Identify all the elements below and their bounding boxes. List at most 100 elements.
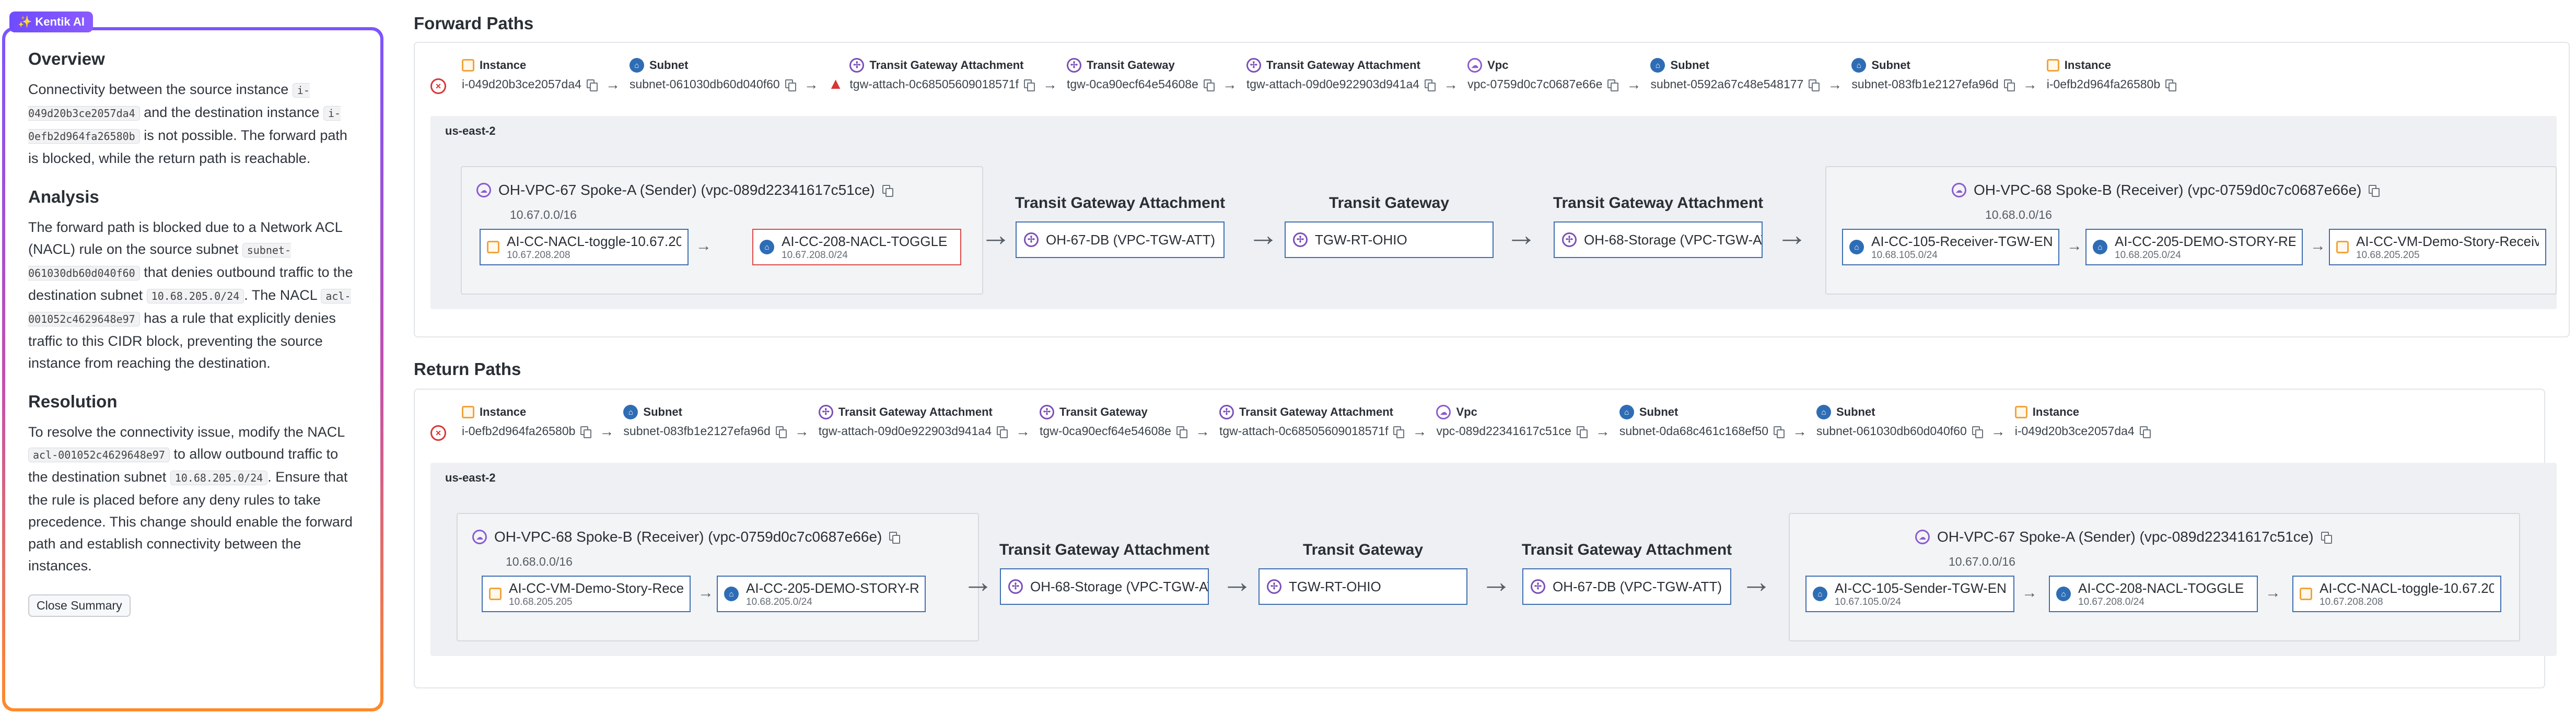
copy-icon[interactable] xyxy=(580,426,592,438)
resource-node[interactable]: AI-CC-VM-Demo-Story-Receiver10.68.205.20… xyxy=(482,576,691,612)
copy-icon[interactable] xyxy=(2165,79,2177,91)
transit-node-name: OH-67-DB (VPC-TGW-ATT) xyxy=(1553,578,1722,594)
subnet-icon: ⌂ xyxy=(629,58,644,73)
resource-node[interactable]: ⌂AI-CC-205-DEMO-STORY-RECEIVER10.68.205.… xyxy=(717,576,926,612)
hop-type-6: ⌂Subnet xyxy=(1650,56,1818,74)
copy-icon[interactable] xyxy=(889,532,901,544)
copy-icon[interactable] xyxy=(785,79,796,91)
copy-icon[interactable] xyxy=(1203,79,1215,91)
node-arrow-icon: → xyxy=(698,584,714,601)
transit-node[interactable]: ✢ OH-67-DB (VPC-TGW-ATT) xyxy=(1522,568,1731,605)
copy-icon[interactable] xyxy=(1023,79,1035,91)
transit-node[interactable]: ✢OH-68-Storage (VPC-TGW-ATT) xyxy=(1000,568,1209,605)
copy-icon[interactable] xyxy=(1176,426,1187,438)
hop-id-3: tgw-0ca90ecf64e54608e xyxy=(1067,77,1215,91)
copy-icon[interactable] xyxy=(2369,185,2380,197)
copy-icon[interactable] xyxy=(1425,79,1436,91)
path-hop-5[interactable]: ☁Vpc vpc-0759d0c7c0687e66e xyxy=(1467,56,1619,91)
copy-icon[interactable] xyxy=(2003,79,2015,91)
transit-node[interactable]: ✢TGW-RT-OHIO xyxy=(1258,568,1467,605)
flow-arrow-icon: → xyxy=(1481,564,1512,599)
resource-node[interactable]: AI-CC-NACL-toggle-10.67.208.20810.67.208… xyxy=(2292,576,2501,612)
transit-column-2: Transit Gateway Attachment✢OH-68-Storage… xyxy=(1543,194,1773,258)
resource-node[interactable]: ⌂AI-CC-205-DEMO-STORY-RECEIVER10.68.205.… xyxy=(2085,229,2303,265)
destination-vpc-box: ☁OH-VPC-67 Spoke-A (Sender) (vpc-089d223… xyxy=(1789,513,2520,641)
copy-icon[interactable] xyxy=(1972,426,1983,438)
transit-node-name: OH-68-Storage (VPC-TGW-ATT) xyxy=(1030,578,1209,594)
hop-id-text: vpc-0759d0c7c0687e66e xyxy=(1467,77,1603,91)
resource-node[interactable]: AI-CC-NACL-toggle-10.67.208.20810.67.208… xyxy=(480,229,689,265)
flow-arrow-icon: → xyxy=(1776,217,1808,252)
copy-icon[interactable] xyxy=(997,426,1008,438)
copy-icon[interactable] xyxy=(586,79,598,91)
transit-title: Transit Gateway Attachment xyxy=(1015,194,1226,212)
hop-id-text: tgw-0ca90ecf64e54608e xyxy=(1040,424,1171,438)
path-hop-3[interactable]: ✢Transit Gateway tgw-0ca90ecf64e54608e xyxy=(1040,403,1187,438)
hop-id-2: tgw-attach-0c68505609018571f xyxy=(849,77,1035,91)
hop-arrow-icon: → xyxy=(1443,76,1459,92)
hop-type-0: Instance xyxy=(462,403,590,421)
tgw-attachment-icon: ✢ xyxy=(1531,579,1545,594)
node-sub: 10.67.208.0/24 xyxy=(782,249,848,261)
hop-type-5: ☁Vpc xyxy=(1436,403,1586,421)
copy-icon[interactable] xyxy=(1607,79,1619,91)
hop-id-8: i-049d20b3ce2057da4 xyxy=(2015,424,2151,438)
hop-arrow-icon: → xyxy=(803,76,819,92)
warning-icon: ▲ xyxy=(827,75,844,92)
transit-node[interactable]: ✢OH-67-DB (VPC-TGW-ATT) xyxy=(1016,221,1225,258)
region-panel: us-east-2☁OH-VPC-67 Spoke-A (Sender) (vp… xyxy=(430,116,2557,309)
transit-node[interactable]: ✢OH-68-Storage (VPC-TGW-ATT) xyxy=(1554,221,1763,258)
hop-type-label: Instance xyxy=(480,59,527,72)
copy-icon[interactable] xyxy=(1576,426,1588,438)
transit-node[interactable]: ✢TGW-RT-OHIO xyxy=(1285,221,1494,258)
hop-type-label: Transit Gateway Attachment xyxy=(1266,59,1420,72)
copy-icon[interactable] xyxy=(1809,79,1820,91)
vpc-cidr: 10.67.0.0/16 xyxy=(510,208,577,221)
transit-node-name: OH-68-Storage (VPC-TGW-ATT) xyxy=(1584,231,1763,248)
hop-arrow-icon: → xyxy=(1412,423,1427,439)
subnet-icon: ⌂ xyxy=(1813,587,1827,601)
region-label: us-east-2 xyxy=(445,124,496,137)
copy-icon[interactable] xyxy=(1393,426,1405,438)
copy-icon[interactable] xyxy=(1774,426,1785,438)
copy-icon[interactable] xyxy=(2139,426,2151,438)
node-text: AI-CC-205-DEMO-STORY-RECEIVER10.68.205.0… xyxy=(746,580,918,608)
hop-type-label: Vpc xyxy=(1456,405,1477,418)
hop-type-3: ✢Transit Gateway xyxy=(1040,403,1186,421)
hop-id-4: tgw-attach-0c68505609018571f xyxy=(1219,424,1405,438)
transit-title: Transit Gateway xyxy=(1328,194,1450,212)
vpc-cidr: 10.68.0.0/16 xyxy=(1985,208,2052,221)
copy-icon[interactable] xyxy=(882,185,893,197)
hop-type-5: ☁Vpc xyxy=(1467,56,1617,74)
analysis-heading: Analysis xyxy=(28,187,99,206)
hop-id-text: subnet-061030db60d040f60 xyxy=(1816,424,1967,438)
copy-icon[interactable] xyxy=(775,426,787,438)
vpc-title: ☁OH-VPC-68 Spoke-B (Receiver) (vpc-0759d… xyxy=(472,529,901,545)
hop-arrow-icon: → xyxy=(2022,76,2037,92)
copy-icon[interactable] xyxy=(2321,532,2332,544)
flow-arrow-icon: → xyxy=(980,217,1011,252)
close-summary-button[interactable]: Close Summary xyxy=(28,594,131,617)
